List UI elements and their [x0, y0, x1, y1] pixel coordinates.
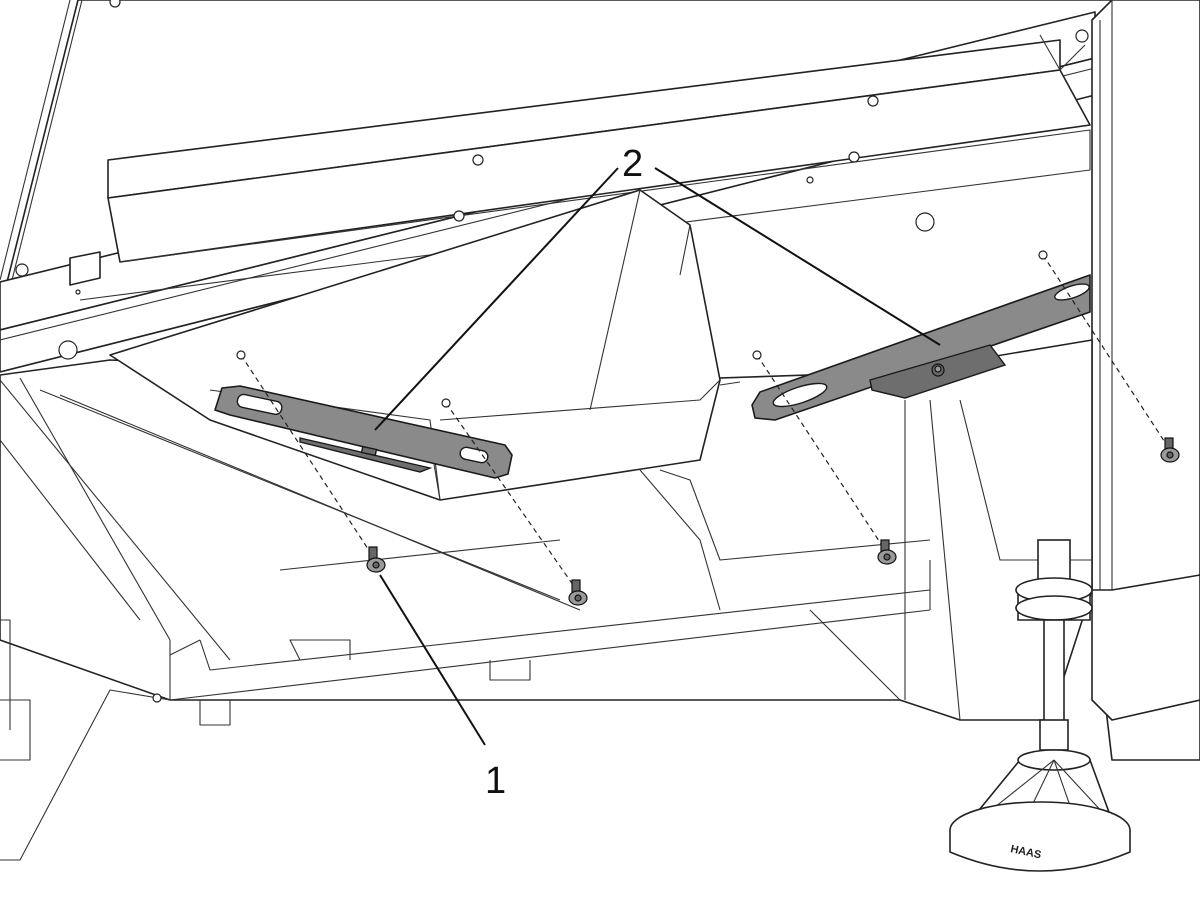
left-bracket-plate	[214, 385, 513, 479]
callout-1: 1	[485, 760, 506, 802]
right-side-panel	[1091, 0, 1200, 761]
screw-alignment-lines	[236, 250, 1169, 593]
right-bracket-plate	[751, 274, 1091, 421]
top-rail	[0, 11, 1096, 373]
screw-3	[877, 539, 897, 565]
callout-group: 1 2	[374, 143, 941, 802]
screw-4	[1160, 437, 1180, 463]
callout-2: 2	[622, 143, 643, 185]
leveling-foot: HAAS	[949, 539, 1131, 872]
screw-2	[568, 579, 588, 606]
screw-1	[366, 546, 386, 573]
